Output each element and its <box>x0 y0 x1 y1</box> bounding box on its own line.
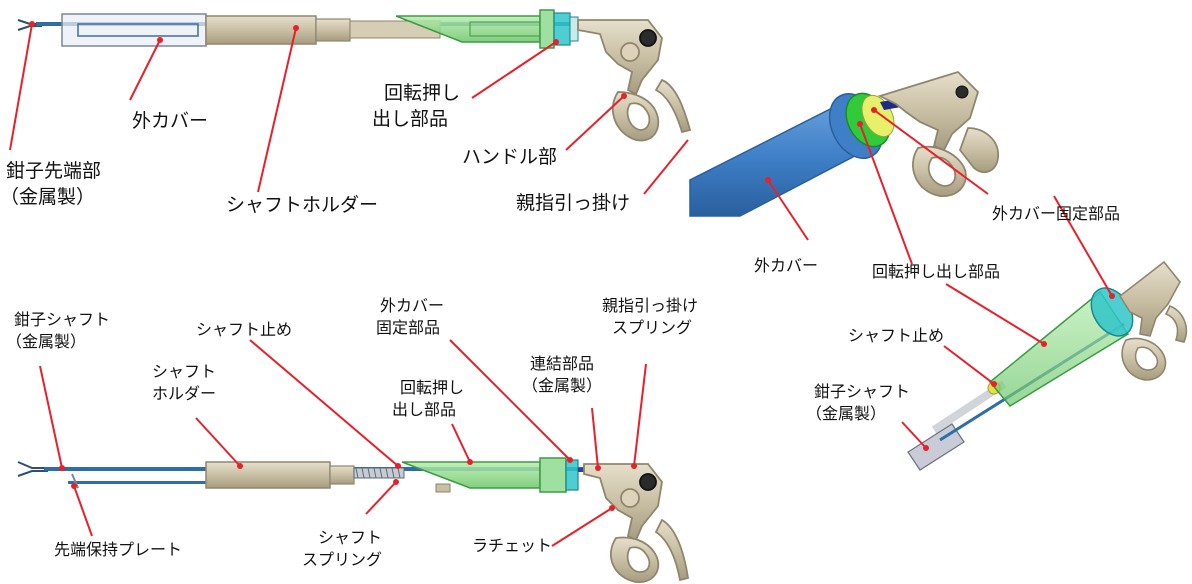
leader-right-rotation-push <box>859 123 913 265</box>
label-bottom-outer-cover-fix-2: 固定部品 <box>376 318 441 337</box>
label-right-outer-cover: 外カバー <box>754 256 819 275</box>
label-top-thumb-hook: 親指引っ掛け <box>516 192 631 214</box>
label-bottom-shaft-spring-1: シャフト <box>318 528 383 547</box>
label-bottom-thumb-spring-2: スプリング <box>612 318 693 337</box>
label-bottom-rotation-push-1: 回転押し <box>400 378 465 397</box>
bottom-shaft-holder <box>205 461 331 489</box>
leader-top-rotation-push <box>471 41 557 99</box>
leader-bottom-rotation-push <box>451 423 471 463</box>
label-right-outer-cover-fix: 外カバー固定部品 <box>992 204 1121 223</box>
leader-bottom-shaft-holder <box>195 417 241 467</box>
top-outer-cover <box>61 13 207 47</box>
leader-bottom-thumb-spring <box>633 363 647 467</box>
leader-dots <box>29 21 1115 511</box>
label-right-forceps-shaft: 鉗子シャフト <box>814 382 911 401</box>
leader-right-outer-cover-fix <box>873 109 989 195</box>
leader-lines <box>9 23 1113 547</box>
label-right-rotation-push: 回転押し出し部品 <box>872 262 1001 281</box>
right-rotation-push <box>988 290 1130 407</box>
label-right-shaft-stop: シャフト止め <box>848 326 945 345</box>
leader-right-outer-cover <box>767 179 809 241</box>
label-right-forceps-shaft-metal: （金属製） <box>806 404 887 423</box>
leader-bottom-forceps-shaft <box>39 365 63 469</box>
label-bottom-ratchet: ラチェット <box>472 536 553 555</box>
label-bottom-forceps-shaft-metal: （金属製） <box>6 332 87 351</box>
leader-bottom-shaft-spring <box>365 481 397 515</box>
label-bottom-tip-plate: 先端保持プレート <box>54 540 183 559</box>
label-top-handle: ハンドル部 <box>462 146 558 168</box>
leader-bottom-ratchet <box>551 507 613 547</box>
bottom-assembly <box>17 457 690 583</box>
bottom-handle <box>583 463 690 583</box>
leader-top-outer-cover <box>129 39 161 101</box>
bottom-shaft-spring <box>353 467 405 479</box>
top-handle <box>577 19 692 142</box>
right-forceps-shaft <box>907 423 965 471</box>
label-bottom-shaft-stop: シャフト止め <box>196 320 293 339</box>
label-top-shaft-holder: シャフトホルダー <box>226 194 379 216</box>
leader-bottom-outer-cover-fix <box>449 339 571 461</box>
leader-right-forceps-shaft <box>901 421 927 449</box>
right-bottom-assembly <box>907 260 1188 471</box>
leader-top-forceps-tip <box>9 23 33 151</box>
bottom-outer-cover-fix <box>539 457 567 493</box>
leader-top-handle <box>565 95 625 151</box>
label-bottom-thumb-spring-1: 親指引っ掛け <box>602 296 699 315</box>
bottom-forceps-tip <box>17 461 48 477</box>
label-bottom-shaft-holder-2: ホルダー <box>152 384 217 403</box>
leader-bottom-connector <box>591 407 599 469</box>
label-bottom-shaft-holder-1: シャフト <box>152 362 217 381</box>
leader-right-rotation-push-2 <box>945 283 1045 345</box>
label-top-forceps-tip-metal: （金属製） <box>0 186 96 208</box>
leader-top-shaft-holder <box>257 27 297 193</box>
label-bottom-forceps-shaft: 鉗子シャフト <box>14 310 111 329</box>
leader-bottom-shaft-stop <box>249 339 399 467</box>
bottom-rotation-push <box>401 461 541 489</box>
label-top-rotation-push-1: 回転押し <box>384 82 461 104</box>
leader-bottom-tip-plate <box>73 485 93 537</box>
label-bottom-connector-2: （金属製） <box>522 376 603 395</box>
label-bottom-outer-cover-fix-1: 外カバー <box>380 296 445 315</box>
label-bottom-connector-1: 連結部品 <box>530 354 595 373</box>
leader-right-shaft-stop <box>943 345 995 385</box>
leader-right-outer-cover-fix-2 <box>1053 195 1113 297</box>
bottom-tip-plate <box>68 481 208 484</box>
label-bottom-shaft-spring-2: スプリング <box>302 550 383 569</box>
label-top-rotation-push-2: 出し部品 <box>372 108 449 130</box>
top-assembly <box>17 9 692 142</box>
label-bottom-rotation-push-2: 出し部品 <box>392 400 457 419</box>
leader-top-thumb-hook <box>643 139 689 195</box>
right-top-assembly <box>689 70 999 217</box>
top-shaft-holder <box>205 15 317 45</box>
label-top-outer-cover: 外カバー <box>132 110 209 132</box>
label-top-forceps-tip: 鉗子先端部 <box>6 160 102 182</box>
